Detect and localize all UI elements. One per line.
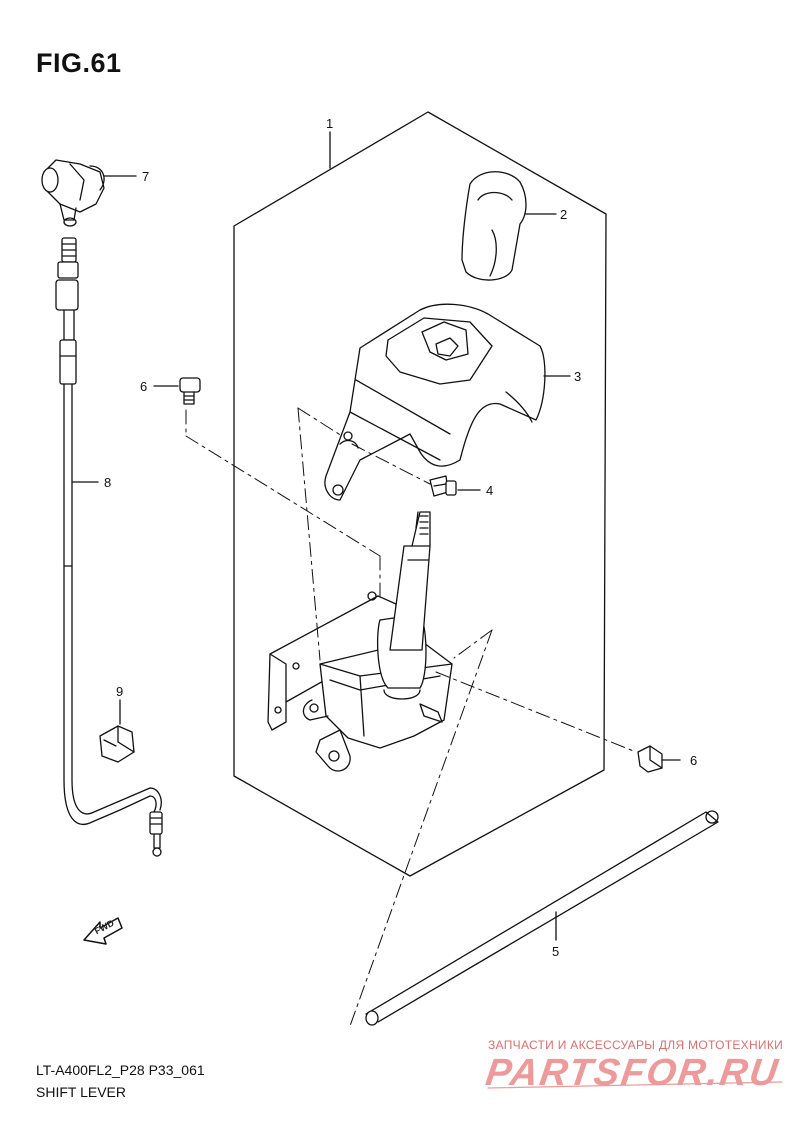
model-code: LT-A400FL2_P28 P33_061: [36, 1062, 205, 1078]
callout-1: 1: [326, 116, 334, 131]
watermark-logo: PARTSFOR.RU: [483, 1052, 782, 1094]
bolt-part-6-upper: [179, 377, 201, 405]
figure-title: FIG.61: [36, 48, 122, 78]
shift-lever-bracket: [267, 511, 453, 772]
shift-knob: [461, 171, 527, 281]
alignment-lines: [185, 407, 637, 1027]
callout-6b: 6: [690, 753, 698, 768]
callout-6a: 6: [140, 379, 148, 394]
forward-arrow-icon: [83, 917, 123, 945]
callout-2: 2: [560, 207, 568, 222]
assembly-outline: [233, 111, 607, 877]
cable-part-8: [55, 237, 163, 857]
cable-holder-part-7: [41, 159, 105, 227]
rod-part-5: [365, 810, 719, 1026]
figure-subtitle: SHIFT LEVER: [36, 1084, 126, 1100]
shift-guide-cover: [324, 303, 546, 501]
callout-8: 8: [104, 475, 112, 490]
watermark-tagline: ЗАПЧАСТИ И АКСЕССУАРЫ ДЛЯ МОТОТЕХНИКИ: [488, 1038, 784, 1052]
bolt-part-4: [429, 475, 457, 497]
watermark-underline: [487, 1081, 783, 1089]
callout-5: 5: [552, 944, 560, 959]
callout-4: 4: [486, 483, 494, 498]
callout-7: 7: [142, 169, 150, 184]
callout-9: 9: [116, 684, 124, 699]
callout-3: 3: [574, 369, 582, 384]
bolt-part-6-lower: [637, 745, 663, 773]
clamp-part-9: [99, 725, 135, 763]
